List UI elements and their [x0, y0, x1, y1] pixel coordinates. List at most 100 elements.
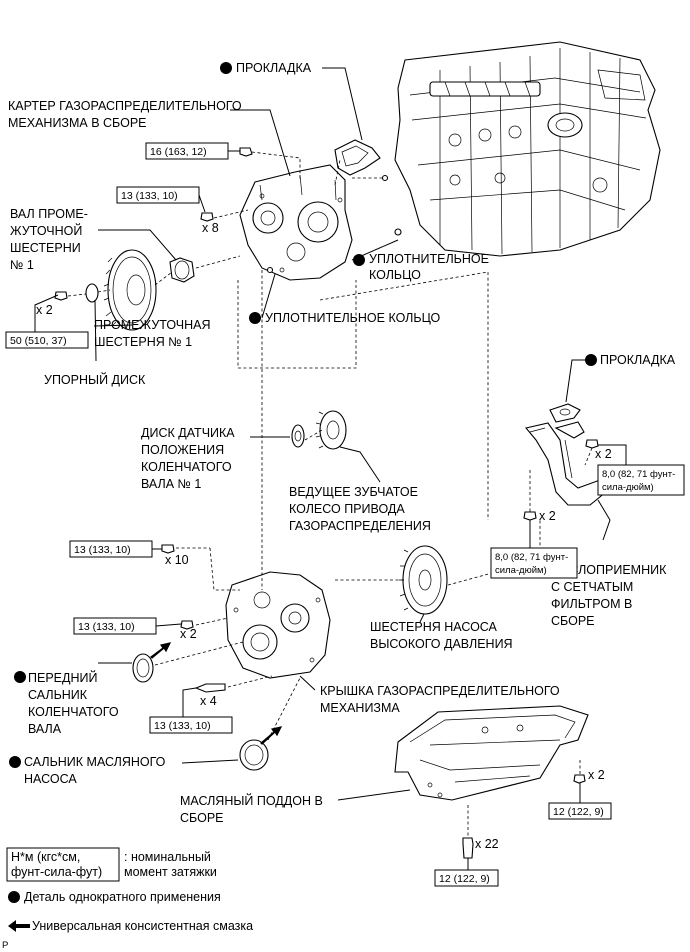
grease-arrow-icon [260, 726, 283, 745]
label-o-ring-mid: УПЛОТНИТЕЛЬНОЕ КОЛЬЦО [265, 311, 441, 325]
non-reusable-dot-icon [585, 354, 597, 366]
timing-drive-gear-illustration [315, 410, 347, 450]
torque-value: 8,0 (82, 71 фунт- [602, 469, 675, 480]
quantity-label: x 2 [539, 509, 556, 523]
label-crank-plate-line1: ДИСК ДАТЧИКА [141, 426, 235, 440]
oil-pump-seal-illustration [239, 739, 269, 771]
crank-position-sensor-plate-illustration [291, 424, 305, 448]
label-drive-gear-line1: ВЕДУЩЕЕ ЗУБЧАТОЕ [289, 485, 418, 499]
label-drive-gear-line2: КОЛЕСО ПРИВОДА [289, 502, 405, 516]
quantity-label: x 8 [202, 221, 219, 235]
legend-non-reusable: Деталь однократного применения [24, 890, 221, 904]
torque-value: 16 (163, 12) [150, 146, 207, 158]
quantity-label: x 2 [36, 303, 53, 317]
label-front-seal-line2: САЛЬНИК [28, 688, 88, 702]
torque-value: сила-дюйм) [495, 565, 547, 576]
label-idler-shaft-line4: № 1 [10, 258, 34, 272]
leader-lines [93, 67, 611, 801]
label-front-seal-line3: КОЛЕНЧАТОГО [28, 705, 119, 719]
label-oil-pump-seal-line1: САЛЬНИК МАСЛЯНОГО [24, 755, 166, 769]
label-crank-plate-line4: ВАЛА № 1 [141, 477, 201, 491]
front-crankshaft-seal-illustration [132, 653, 154, 683]
torque-value: 8,0 (82, 71 фунт- [495, 552, 568, 563]
label-strainer-line1: МАСЛОПРИЕМНИК [551, 563, 667, 577]
quantity-label: x 2 [588, 768, 605, 782]
quantity-label: x 2 [595, 447, 612, 461]
grease-arrow-icon [150, 642, 172, 659]
oil-strainer-illustration [525, 421, 607, 506]
part-labels: ПРОКЛАДКА КАРТЕР ГАЗОРАСПРЕДЕЛИТЕЛЬНОГО … [8, 61, 676, 825]
bolt-illustration [54, 147, 599, 859]
legend-torque-desc-line2: момент затяжки [124, 865, 217, 879]
non-reusable-dot-icon [220, 62, 232, 74]
torque-value: 13 (133, 10) [74, 544, 131, 556]
non-reusable-markers [9, 62, 597, 768]
torque-value: 50 (510, 37) [10, 335, 67, 347]
label-drive-gear-line3: ГАЗОРАСПРЕДЕЛЕНИЯ [289, 519, 431, 533]
strainer-gasket-illustration [549, 403, 581, 423]
label-o-ring-right-line1: УПЛОТНИТЕЛЬНОЕ [369, 252, 489, 266]
label-o-ring-right-line2: КОЛЬЦО [369, 268, 421, 282]
label-crank-plate-line3: КОЛЕНЧАТОГО [141, 460, 232, 474]
torque-value: сила-дюйм) [602, 482, 654, 493]
timing-gear-case-illustration [239, 164, 353, 281]
label-oil-pan-line2: СБОРЕ [180, 811, 224, 825]
idler-gear-illustration [103, 249, 157, 331]
label-gasket-top: ПРОКЛАДКА [236, 61, 312, 75]
label-timing-case-line1: КАРТЕР ГАЗОРАСПРЕДЕЛИТЕЛЬНОГО [8, 99, 242, 113]
torque-value: 13 (133, 10) [78, 621, 135, 633]
quantity-label: x 4 [200, 694, 217, 708]
label-crank-plate-line2: ПОЛОЖЕНИЯ [141, 443, 224, 457]
non-reusable-dot-icon [8, 891, 20, 903]
oil-pan-illustration [394, 705, 589, 801]
label-oil-pump-seal-line2: НАСОСА [24, 772, 77, 786]
grease-arrow-icon [8, 920, 30, 932]
alignment-dashed-lines [67, 151, 593, 838]
label-strainer-line3: ФИЛЬТРОМ В [551, 597, 632, 611]
torque-value: 13 (133, 10) [121, 190, 178, 202]
timing-cover-illustration [225, 571, 331, 679]
label-idler-gear-line2: ШЕСТЕРНЯ № 1 [94, 335, 192, 349]
idler-gear-shaft-illustration [169, 257, 195, 283]
non-reusable-dot-icon [9, 756, 21, 768]
legend-torque-desc-line1: : номинальный [124, 850, 211, 864]
label-timing-cover-line2: МЕХАНИЗМА [320, 701, 400, 715]
non-reusable-dot-icon [14, 671, 26, 683]
engine-block-illustration [394, 41, 661, 257]
torque-value: 13 (133, 10) [154, 720, 211, 732]
label-strainer-line4: СБОРЕ [551, 614, 595, 628]
label-timing-case-line2: МЕХАНИЗМА В СБОРЕ [8, 116, 147, 130]
legend-grease: Универсальная консистентная смазка [32, 919, 253, 933]
quantity-label: x 10 [165, 553, 189, 567]
o-ring-mid-illustration [266, 266, 274, 274]
o-ring-block-illustration [381, 174, 389, 182]
non-reusable-dot-icon [249, 312, 261, 324]
label-pump-gear-line1: ШЕСТЕРНЯ НАСОСА [370, 620, 498, 634]
label-gasket-right: ПРОКЛАДКА [600, 353, 676, 367]
label-idler-shaft-line3: ШЕСТЕРНИ [10, 241, 81, 255]
bolt-quantities: x 8 x 2 x 2 x 2 x 10 x 2 x 4 x 2 x 22 [36, 221, 612, 851]
label-oil-pan-line1: МАСЛЯНЫЙ ПОДДОН В [180, 793, 323, 808]
label-pump-gear-line2: ВЫСОКОГО ДАВЛЕНИЯ [370, 637, 513, 651]
thrust-plate-illustration [85, 283, 99, 303]
non-reusable-dot-icon [353, 254, 365, 266]
label-front-seal-line1: ПЕРЕДНИЙ [28, 670, 97, 685]
o-ring-right-illustration [394, 228, 402, 236]
label-thrust-plate: УПОРНЫЙ ДИСК [44, 372, 146, 387]
torque-value: 12 (122, 9) [439, 873, 490, 885]
label-idler-gear-line1: ПРОМЕЖУТОЧНАЯ [94, 318, 211, 332]
label-idler-shaft-line1: ВАЛ ПРОМЕ- [10, 207, 88, 221]
corner-mark: P [2, 940, 8, 951]
label-timing-cover-line1: КРЫШКА ГАЗОРАСПРЕДЕЛИТЕЛЬНОГО [320, 684, 560, 698]
label-strainer-line2: С СЕТЧАТЫМ [551, 580, 633, 594]
quantity-label: x 22 [475, 837, 499, 851]
legend: Н*м (кгс*см, фунт-сила-фут) : номинальны… [2, 847, 253, 951]
torque-value: 12 (122, 9) [553, 806, 604, 818]
gasket-top-illustration [334, 139, 381, 176]
torque-specs: 16 (163, 12) 13 (133, 10) 50 (510, 37) 8… [5, 142, 685, 887]
label-front-seal-line4: ВАЛА [28, 722, 62, 736]
legend-torque-unit-line1: Н*м (кгс*см, [11, 850, 80, 864]
quantity-label: x 2 [180, 627, 197, 641]
label-idler-shaft-line2: ЖУТОЧНОЙ [10, 223, 82, 238]
